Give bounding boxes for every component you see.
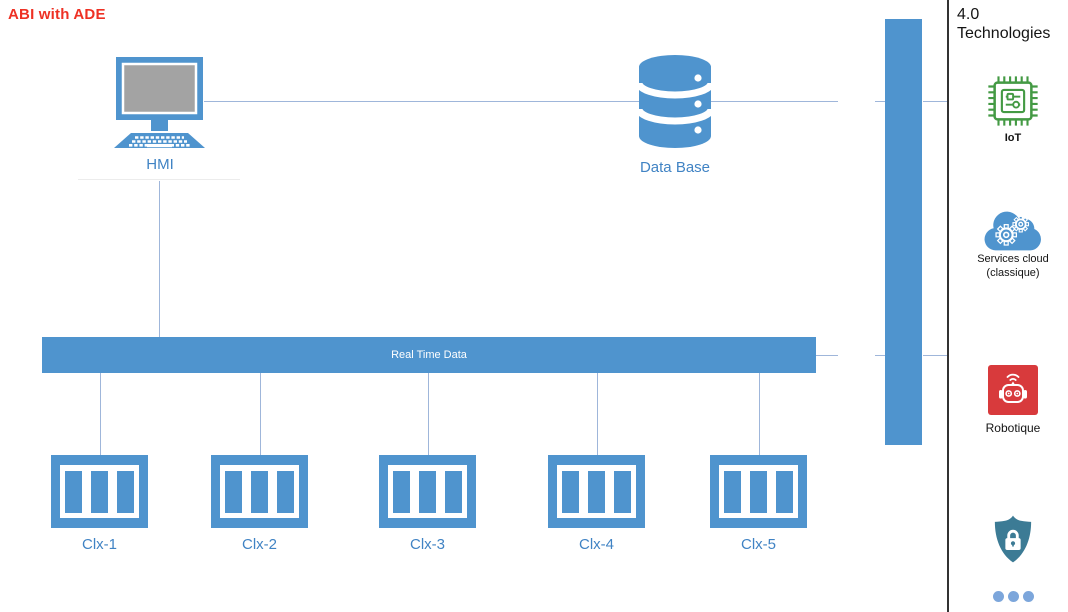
services-cloud-label: Services cloud — [977, 253, 1049, 265]
clx-4-icon — [548, 455, 645, 528]
connector-hmi-database — [204, 101, 838, 102]
connector-bus-clx5 — [759, 373, 760, 455]
cloud-gears-icon — [982, 207, 1044, 253]
dot-2 — [1007, 591, 1019, 602]
connector-bus-clx3 — [428, 373, 429, 455]
iot-label: IoT — [1004, 132, 1022, 144]
ellipsis-dots-icon — [952, 591, 1068, 602]
connector-bus-clx2 — [260, 373, 261, 455]
bus-label: Real Time Data — [391, 349, 467, 361]
dot-3 — [1022, 591, 1034, 602]
sidebar-heading: 4.0 Technologies — [957, 5, 1050, 43]
hmi-underline — [78, 179, 240, 180]
clx-1-label: Clx-1 — [81, 536, 117, 553]
clx-5-label: Clx-5 — [740, 536, 776, 553]
hmi-label: HMI — [146, 156, 174, 173]
iot-chip-icon — [984, 72, 1042, 130]
clx-2-icon — [211, 455, 308, 528]
database-label: Data Base — [639, 159, 711, 176]
clx-3-icon — [379, 455, 476, 528]
shield-lock-icon — [992, 515, 1034, 564]
connector-riser-sidebar-bottom — [923, 355, 947, 356]
dot-1 — [992, 591, 1004, 602]
clx-3-label: Clx-3 — [409, 536, 445, 553]
connector-riser-sidebar-top — [923, 101, 947, 102]
sidebar-heading-line1: 4.0 — [957, 6, 980, 23]
connector-database-riser — [875, 101, 885, 102]
page-title: ABI with ADE — [8, 6, 106, 23]
connector-bus-riser2 — [875, 355, 885, 356]
clx-2-label: Clx-2 — [241, 536, 277, 553]
connector-bus-clx4 — [597, 373, 598, 455]
sidebar-divider — [947, 0, 949, 612]
connector-bus-riser — [816, 355, 838, 356]
robot-icon — [988, 365, 1038, 415]
connector-hmi-bus — [159, 181, 160, 337]
riser-bar — [885, 19, 922, 445]
clx-4-label: Clx-4 — [578, 536, 614, 553]
clx-1-icon — [51, 455, 148, 528]
database-cylinder-icon — [635, 54, 715, 149]
monitor-keyboard-icon — [106, 55, 212, 149]
connector-bus-clx1 — [100, 373, 101, 455]
clx-5-icon — [710, 455, 807, 528]
real-time-data-bus: Real Time Data — [42, 337, 816, 373]
sidebar-heading-line2: Technologies — [957, 25, 1051, 42]
services-cloud-label2: (classique) — [986, 267, 1040, 279]
robotique-label: Robotique — [985, 421, 1041, 435]
